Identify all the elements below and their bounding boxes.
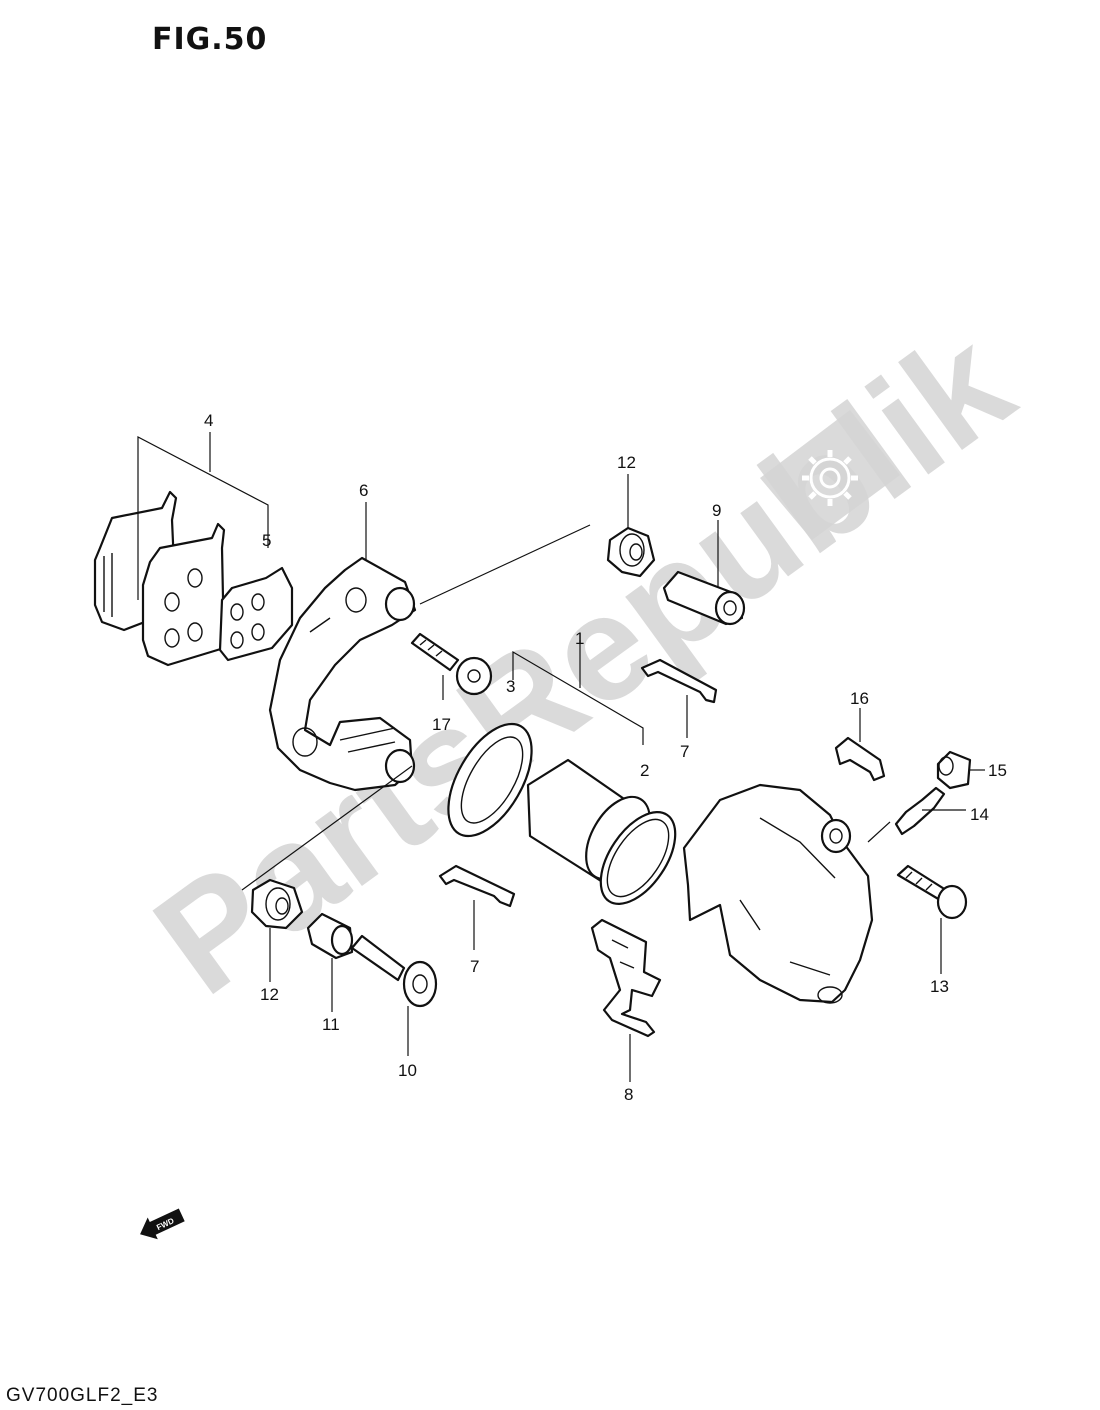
- part-boot-upper: [606, 526, 656, 578]
- callout-4: 4: [204, 411, 213, 430]
- part-slide-pin: [350, 934, 438, 1008]
- fwd-arrow-icon: FWD: [140, 1208, 185, 1240]
- callout-7-lower: 7: [470, 957, 479, 976]
- callout-12-lower: 12: [260, 985, 279, 1004]
- part-bleeder-valve: [894, 786, 946, 836]
- part-mount-bolt: [896, 864, 968, 920]
- part-bolt-17: [410, 632, 493, 696]
- bracket-1: [512, 640, 644, 745]
- part-bleeder-cap: [936, 750, 972, 790]
- part-boot-lower: [250, 878, 304, 930]
- watermark-flag: [760, 410, 900, 540]
- part-pad-spring-lower: [438, 864, 516, 908]
- callout-1: 1: [575, 629, 584, 648]
- callout-8: 8: [624, 1085, 633, 1104]
- part-slide-sleeve: [306, 912, 354, 960]
- callout-12-upper: 12: [617, 453, 636, 472]
- callout-14: 14: [970, 805, 989, 824]
- part-caliper-body: [682, 783, 874, 1004]
- callout-labels: 4 5 6 12 9 1 3 17 7 2 16 15 14 7 13 12 1…: [204, 411, 1007, 1104]
- callout-6: 6: [359, 481, 368, 500]
- callout-13: 13: [930, 977, 949, 996]
- figure-title: FIG.50: [152, 22, 268, 57]
- callout-11: 11: [322, 1015, 340, 1034]
- part-piston-seal: [447, 722, 533, 838]
- part-pad-spring-upper: [640, 658, 718, 704]
- part-sleeve: [662, 570, 746, 626]
- part-dust-seal: [599, 811, 677, 905]
- part-clip-16: [834, 736, 886, 782]
- callout-10: 10: [398, 1061, 417, 1080]
- model-code: GV700GLF2_E3: [6, 1385, 159, 1406]
- callout-3: 3: [506, 677, 515, 696]
- callout-9: 9: [712, 501, 721, 520]
- callout-15: 15: [988, 761, 1007, 780]
- callout-16: 16: [850, 689, 869, 708]
- part-caliper-bracket: [268, 556, 417, 792]
- callout-2: 2: [640, 761, 649, 780]
- bracket-4: [137, 432, 269, 600]
- callout-5: 5: [262, 531, 271, 550]
- callout-17: 17: [432, 715, 451, 734]
- callout-7-upper: 7: [680, 742, 689, 761]
- part-pad-clip: [590, 918, 662, 1038]
- leader-lines: [241, 474, 985, 1082]
- part-brake-pad-set: [93, 490, 294, 667]
- gear-icon: [802, 450, 858, 506]
